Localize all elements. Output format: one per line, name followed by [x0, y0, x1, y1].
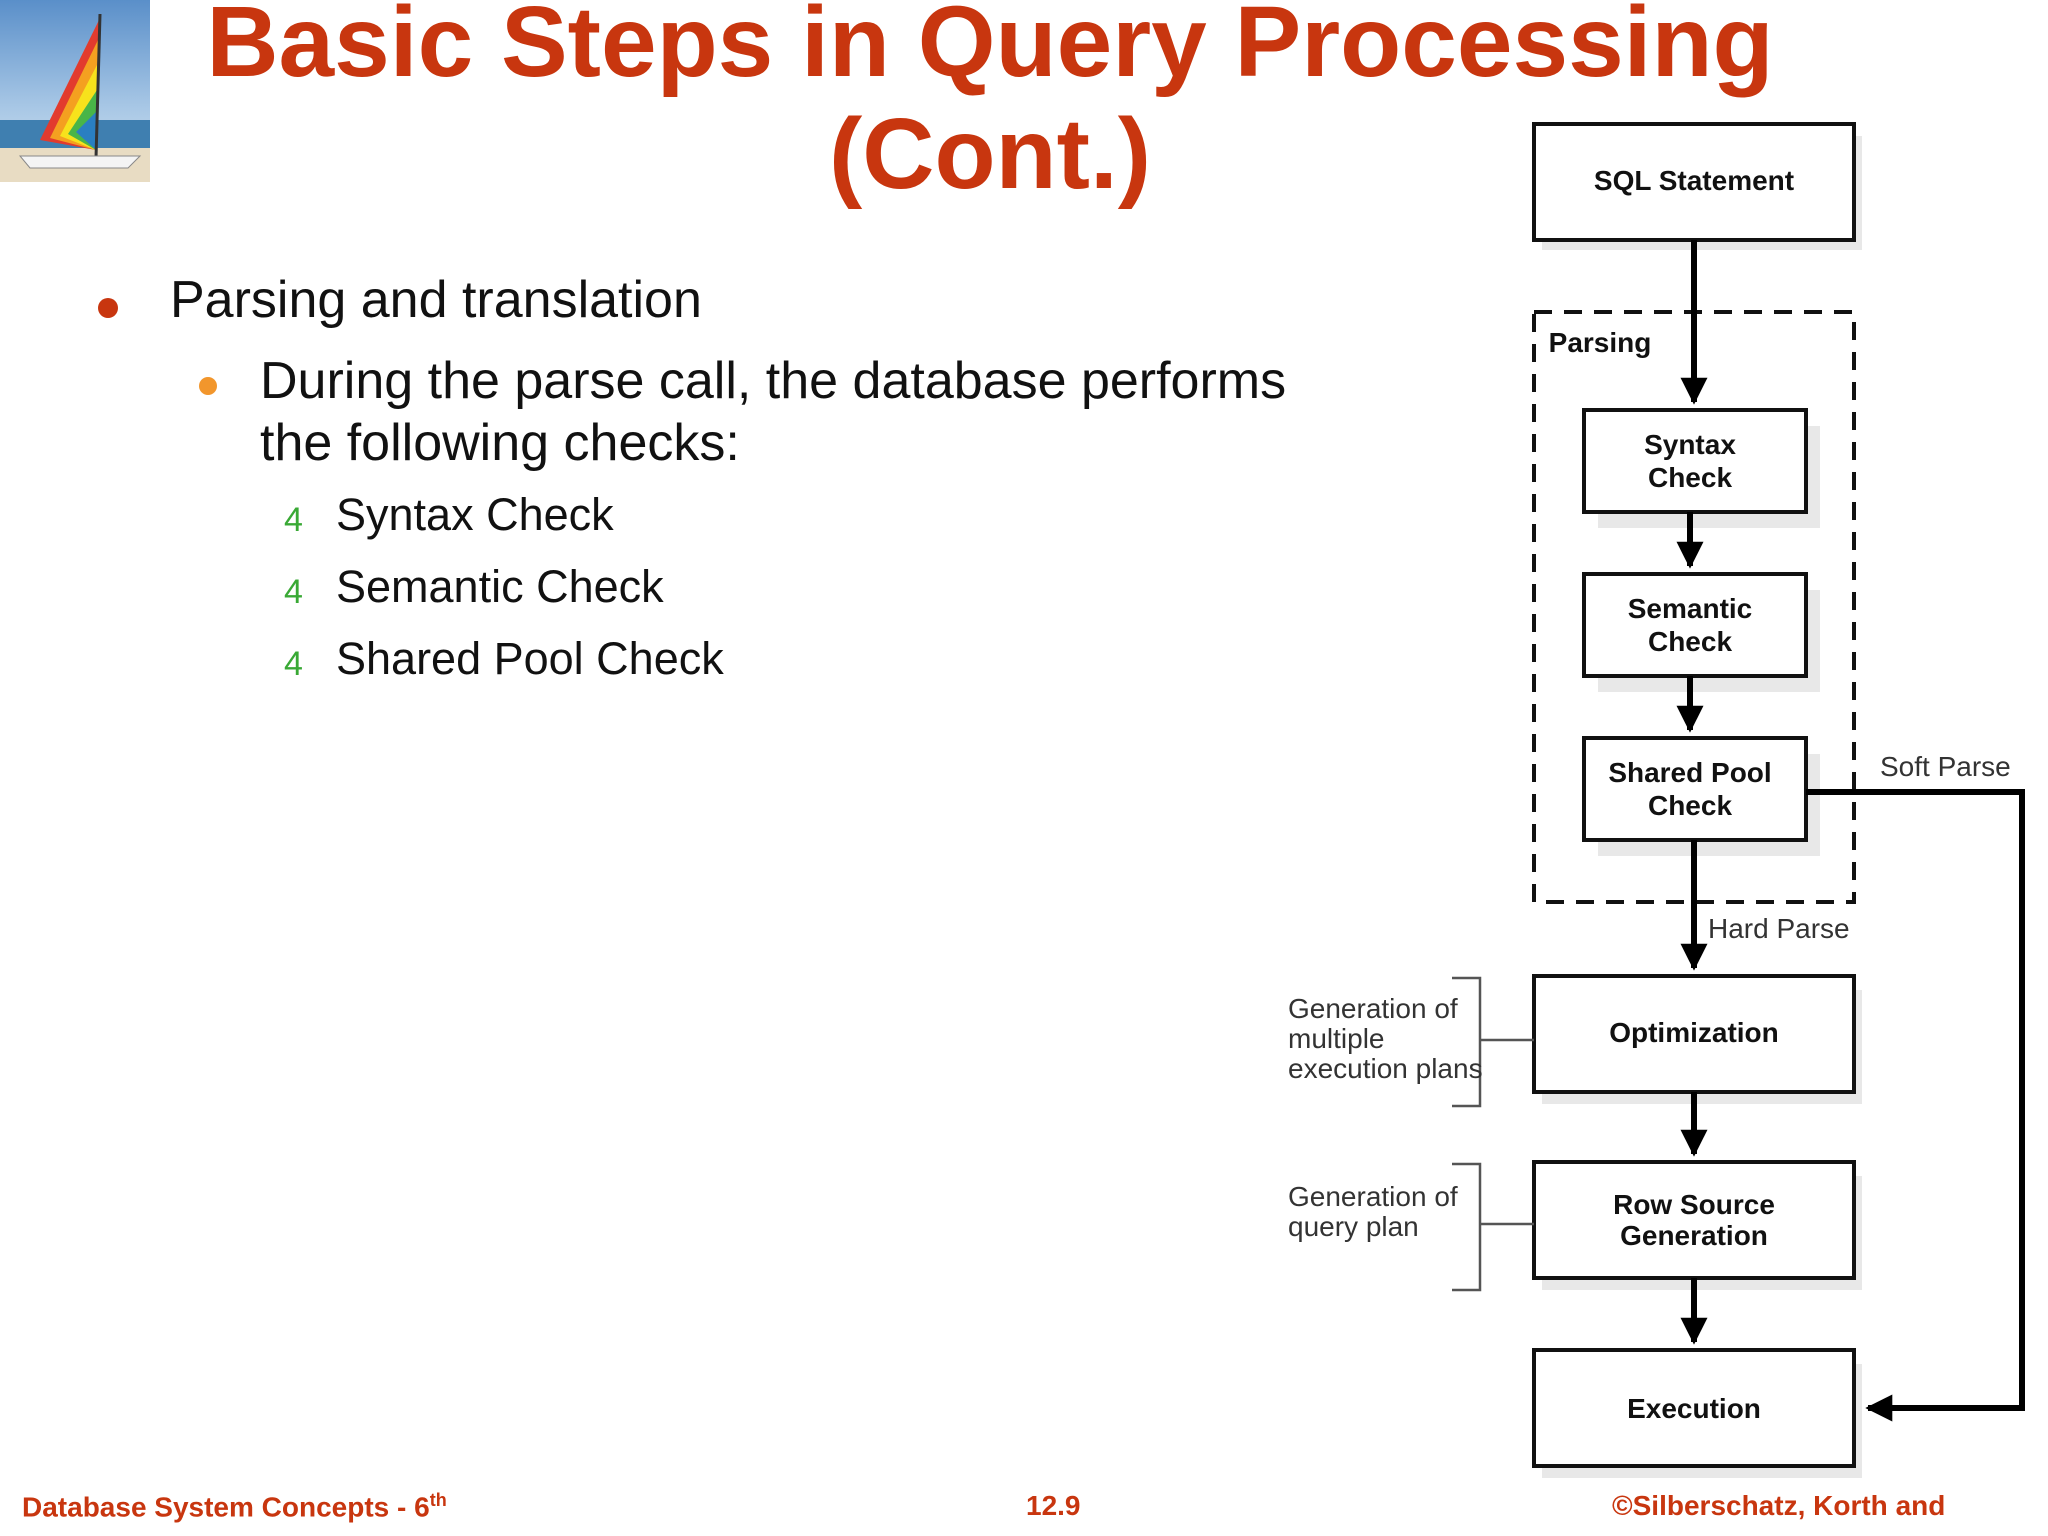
check-shared-pool: Shared Pool Check [336, 633, 724, 684]
bracket-multiple-plans [1452, 976, 1482, 1108]
title-line-2: (Cont.) [828, 98, 1152, 210]
box-sql-statement [1532, 122, 1856, 242]
label-row-source-2: Generation [1620, 1220, 1768, 1251]
box-row-source-generation [1532, 1160, 1856, 1280]
check-semantic: Semantic Check [336, 561, 664, 612]
arrow-soft-parse [1806, 789, 2025, 1422]
check-marker: 4 [284, 645, 303, 683]
bullet-parsing-translation: Parsing and translation [170, 271, 702, 329]
sub-bullet-line-2: the following checks: [260, 414, 740, 472]
note-multi-1: Generation of [1288, 993, 1458, 1024]
box-execution [1532, 1348, 1856, 1468]
box-shared-pool-check [1582, 736, 1808, 842]
check-marker: 4 [284, 573, 303, 611]
slide-title: Basic Steps in Query Processing (Cont.) [150, 0, 1830, 210]
bullet-dot [98, 298, 118, 318]
footer-left: Database System Concepts - 6th [22, 1490, 447, 1523]
footer-page-number: 12.9 [1026, 1490, 1081, 1521]
note-query-2: query plan [1288, 1211, 1419, 1242]
label-soft-parse: Soft Parse [1880, 751, 2011, 782]
note-multi-3: execution plans [1288, 1053, 1483, 1084]
check-marker: 4 [284, 501, 303, 539]
bracket-query-plan [1452, 1162, 1482, 1292]
label-semantic-1: Semantic [1628, 593, 1753, 624]
sub-bullet-dot [199, 377, 217, 395]
label-semantic-2: Check [1648, 626, 1732, 657]
footer-right: ©Silberschatz, Korth and [1612, 1490, 1946, 1521]
label-parsing: Parsing [1549, 327, 1652, 358]
check-syntax: Syntax Check [336, 489, 614, 540]
label-shared-pool-1: Shared Pool [1608, 757, 1771, 788]
label-hard-parse: Hard Parse [1708, 913, 1850, 944]
label-row-source-1: Row Source [1613, 1189, 1775, 1220]
label-execution: Execution [1627, 1393, 1761, 1424]
title-line-1: Basic Steps in Query Processing [206, 0, 1774, 98]
label-optimization: Optimization [1609, 1017, 1779, 1048]
note-query-1: Generation of [1288, 1181, 1458, 1212]
label-sql-statement: SQL Statement [1594, 165, 1794, 196]
box-syntax-check [1582, 408, 1808, 514]
footer-left-sup: th [429, 1490, 447, 1510]
box-optimization [1532, 974, 1856, 1094]
label-syntax-2: Check [1648, 462, 1732, 493]
sub-bullet-line-1: During the parse call, the database perf… [260, 352, 1287, 410]
sailboat-logo [0, 0, 150, 182]
label-syntax-1: Syntax [1644, 429, 1736, 460]
note-multi-2: multiple [1288, 1023, 1384, 1054]
box-semantic-check [1582, 572, 1808, 678]
footer-left-text: Database System Concepts - 6 [22, 1491, 430, 1523]
label-shared-pool-2: Check [1648, 790, 1732, 821]
